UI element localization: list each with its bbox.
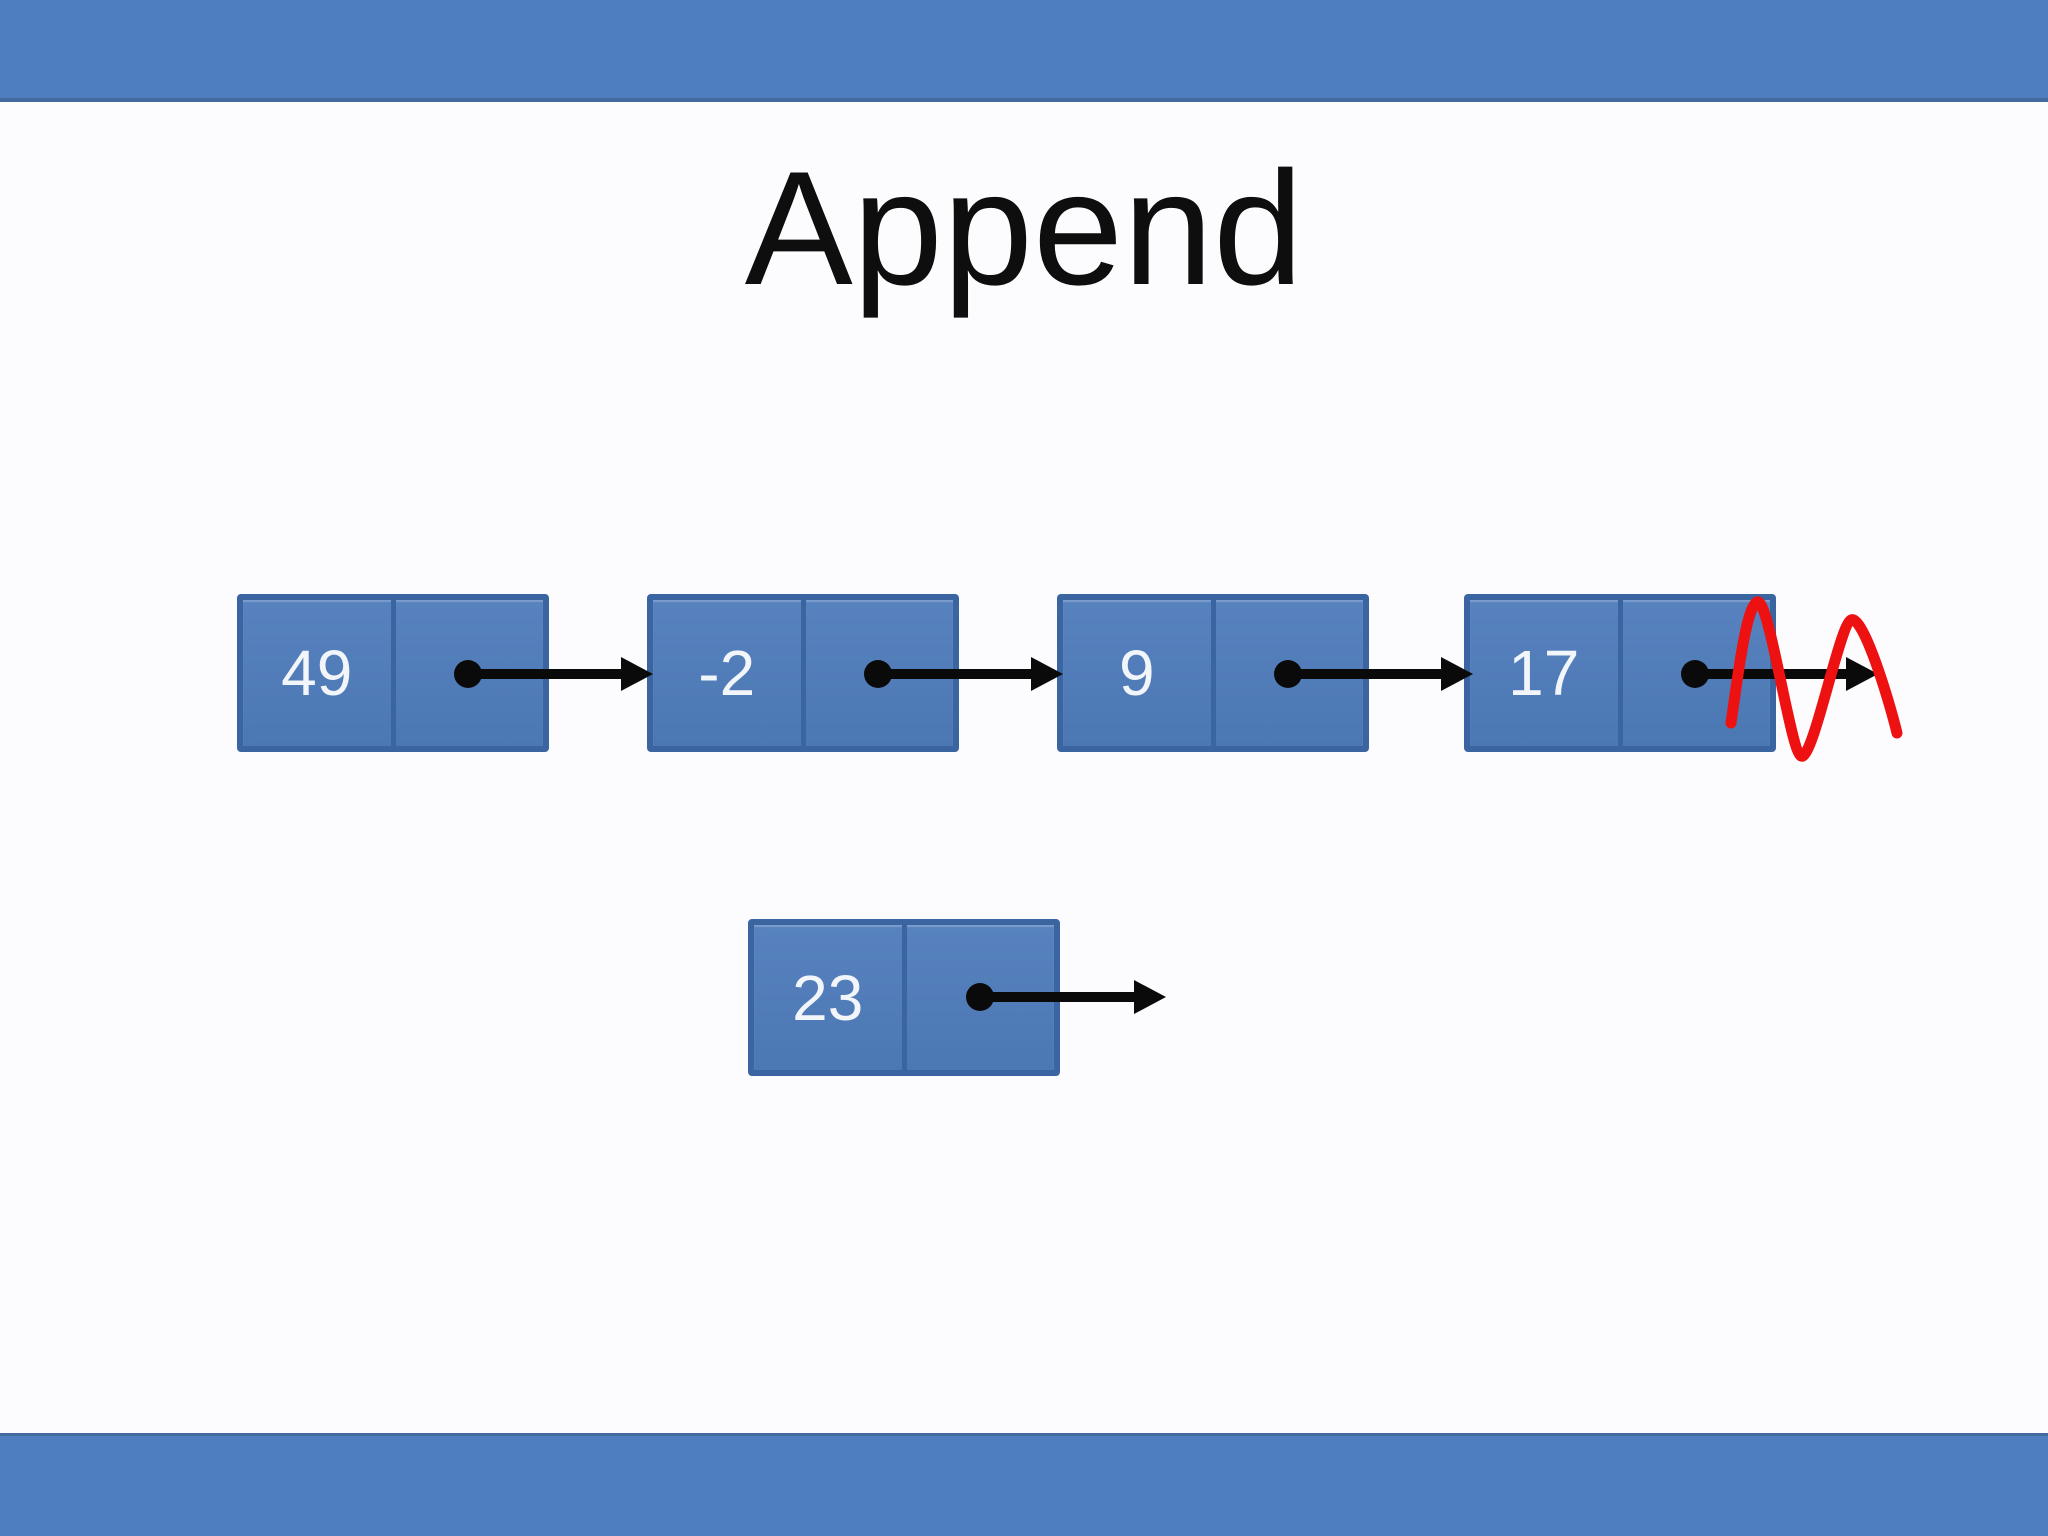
node-value: 23 bbox=[792, 961, 864, 1034]
arrowhead-icon bbox=[1134, 980, 1166, 1014]
node-pointer-cell bbox=[1623, 600, 1771, 746]
node-value: 49 bbox=[281, 637, 353, 709]
node-value: 17 bbox=[1508, 637, 1580, 709]
node-value-cell: 23 bbox=[754, 925, 907, 1070]
node-value: -2 bbox=[698, 637, 756, 709]
list-node-4: 17 bbox=[1464, 594, 1776, 752]
list-node-1: 49 bbox=[237, 594, 549, 752]
list-node-2: -2 bbox=[647, 594, 959, 752]
new-node: 23 bbox=[748, 919, 1060, 1076]
slide-title: Append bbox=[744, 138, 1304, 319]
node-value-cell: 17 bbox=[1470, 600, 1623, 746]
list-node-3: 9 bbox=[1057, 594, 1369, 752]
bottom-banner bbox=[0, 1433, 2048, 1536]
node-value-cell: -2 bbox=[653, 600, 806, 746]
arrowhead-icon bbox=[1846, 657, 1878, 691]
node-pointer-cell bbox=[907, 925, 1055, 1070]
node-pointer-cell bbox=[1216, 600, 1364, 746]
node-value: 9 bbox=[1118, 637, 1155, 709]
top-banner bbox=[0, 0, 2048, 102]
node-pointer-cell bbox=[396, 600, 544, 746]
node-value-cell: 9 bbox=[1063, 600, 1216, 746]
node-value-cell: 49 bbox=[243, 600, 396, 746]
node-pointer-cell bbox=[806, 600, 954, 746]
